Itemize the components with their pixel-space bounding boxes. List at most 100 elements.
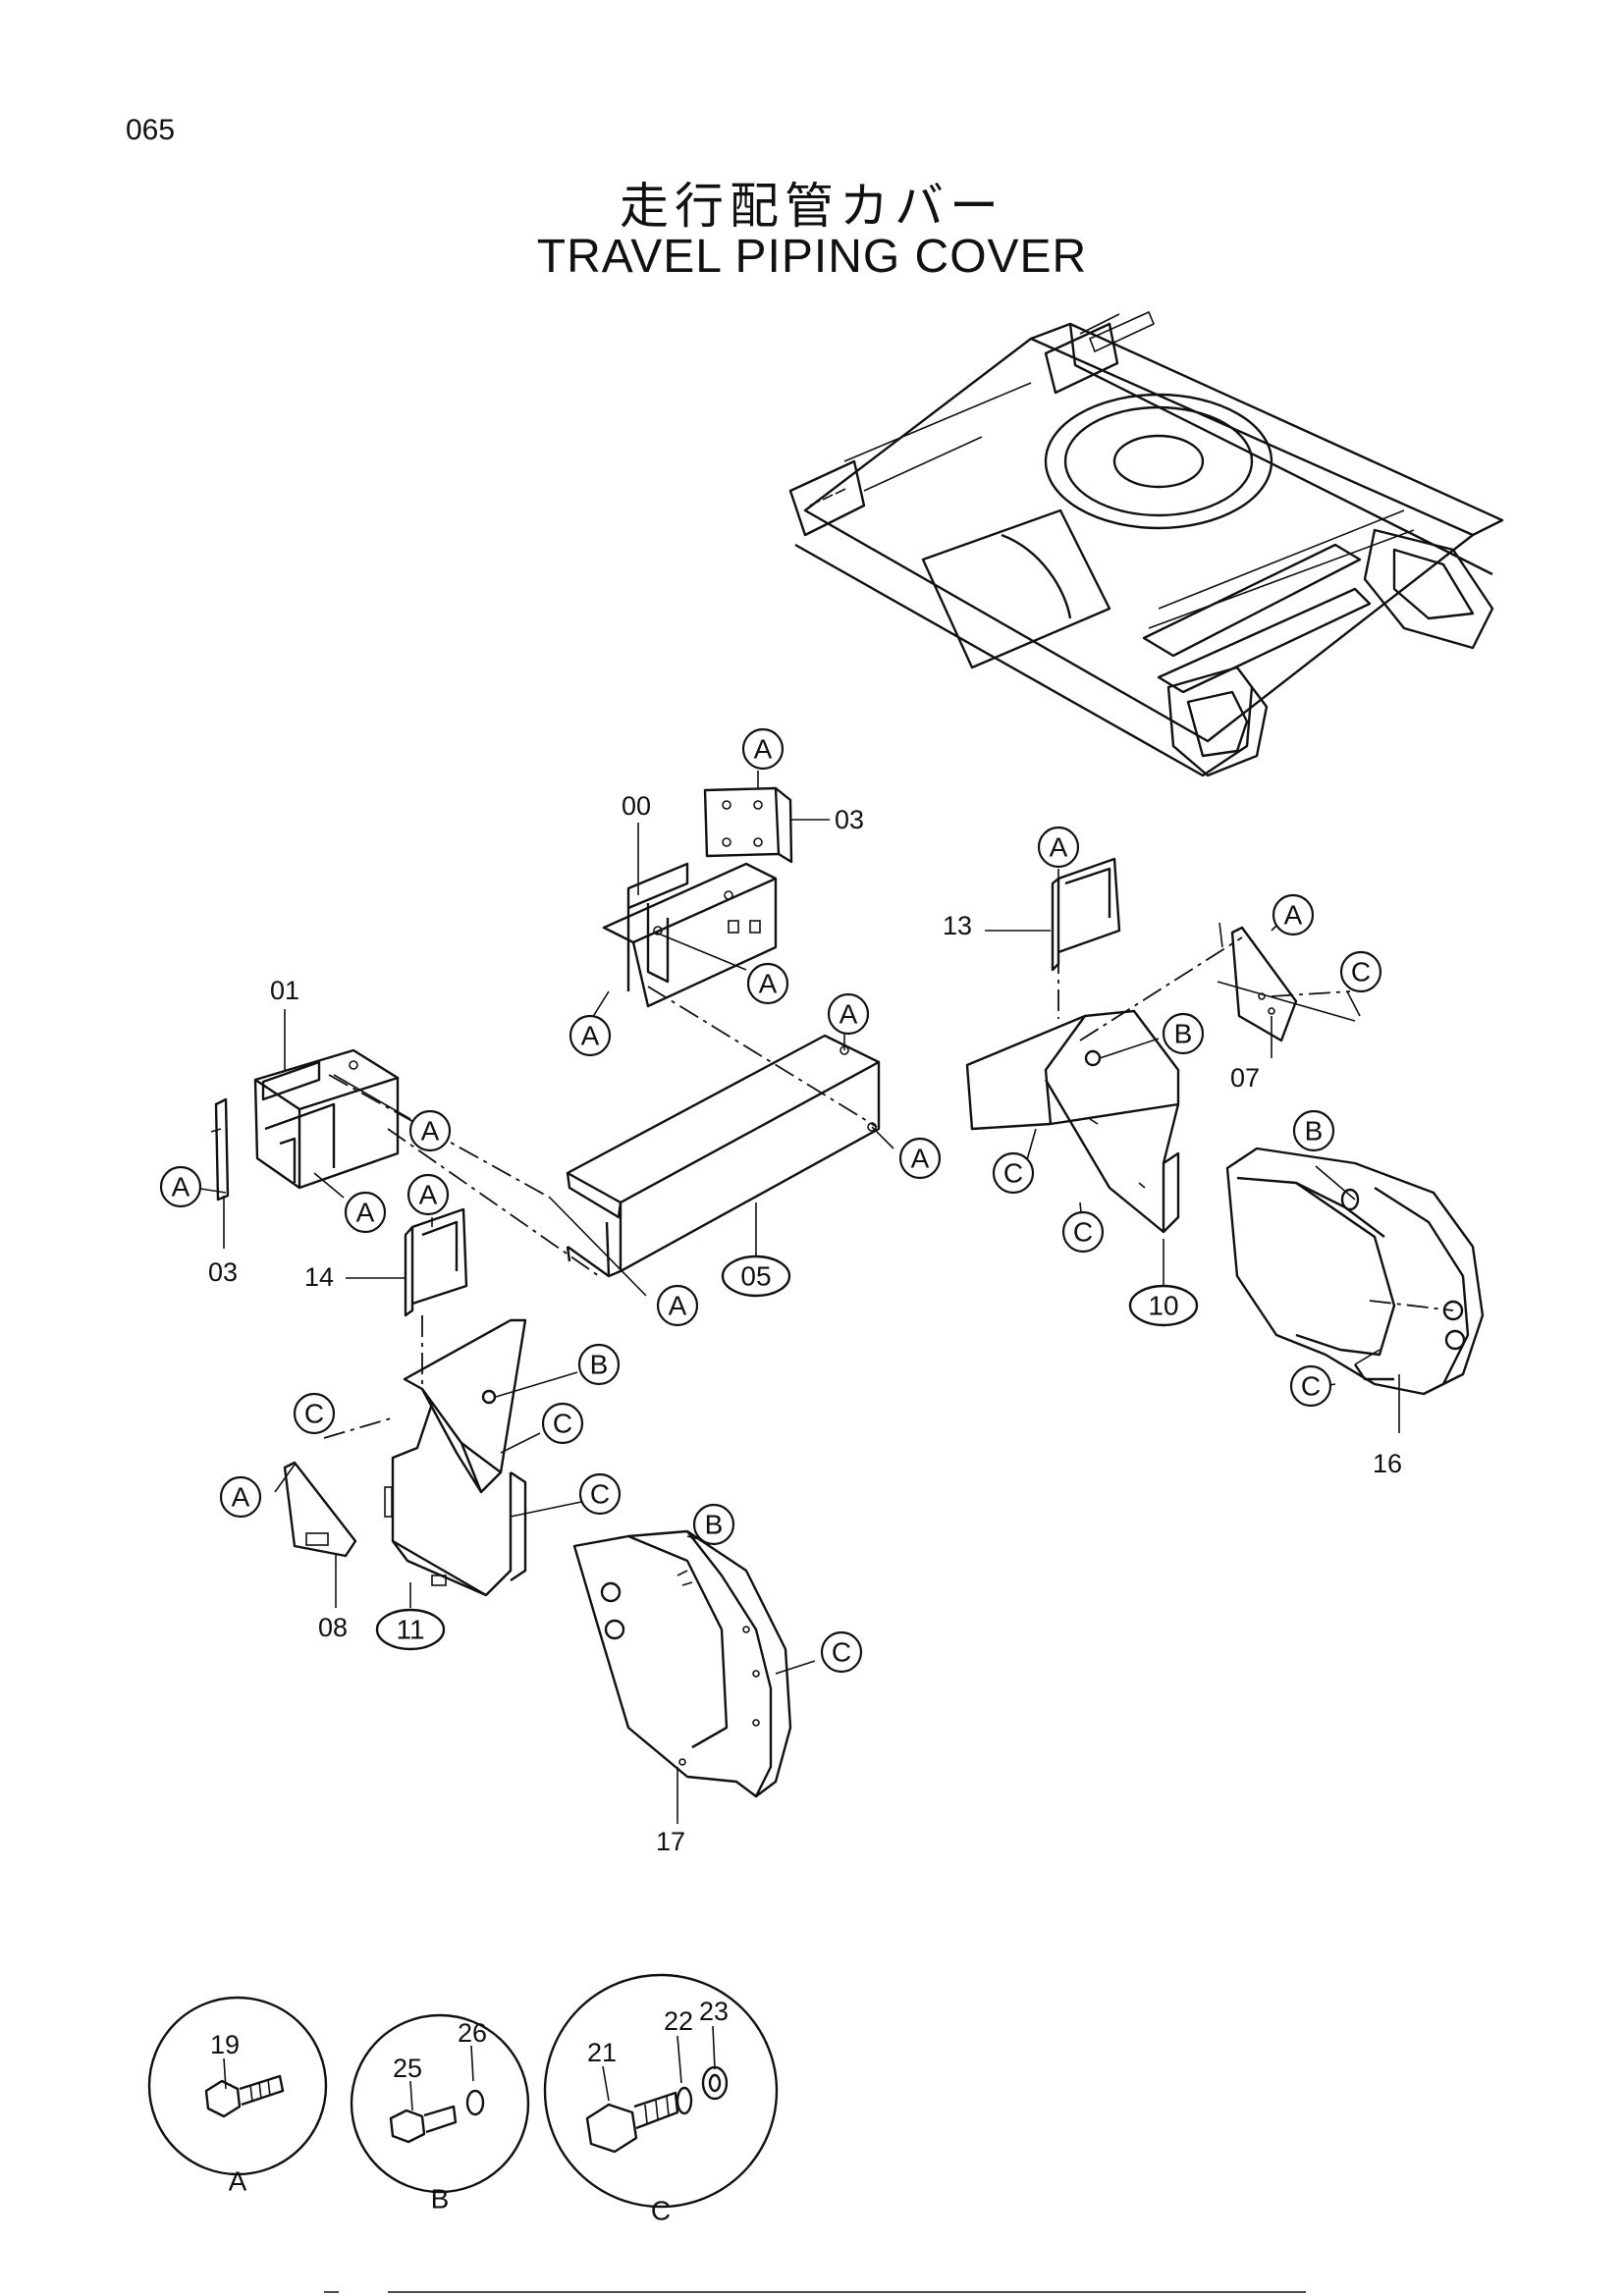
cover-16 [1225, 1147, 1485, 1396]
svg-text:C: C [553, 1409, 572, 1439]
part-label-14: 14 [304, 1262, 334, 1292]
callout-c: C [541, 1402, 584, 1445]
bolt-c-right [1346, 990, 1361, 1017]
part-label-21: 21 [587, 2038, 617, 2067]
svg-text:10: 10 [1148, 1291, 1178, 1321]
cover-17 [572, 1529, 792, 1798]
svg-text:A: A [232, 1482, 250, 1513]
svg-text:A: A [839, 999, 858, 1030]
callout-a: A [344, 1191, 387, 1234]
svg-text:C: C [1301, 1371, 1321, 1402]
bracket-01 [253, 1048, 400, 1190]
detail-b: 25 26 B [350, 2013, 530, 2215]
svg-text:A: A [421, 1116, 440, 1147]
part-label-25: 25 [393, 2054, 422, 2083]
plate-03-top [703, 786, 793, 864]
svg-text:B: B [705, 1510, 724, 1540]
callout-a: A [827, 992, 870, 1036]
svg-text:A: A [754, 734, 773, 765]
svg-text:B: B [1305, 1116, 1324, 1147]
callout-a: A [656, 1284, 699, 1327]
svg-text:A: A [419, 1180, 438, 1210]
callout-a: A [746, 962, 789, 1005]
part-label-19: 19 [210, 2030, 240, 2059]
callout-b: B [577, 1343, 621, 1386]
svg-text:C: C [1073, 1217, 1093, 1248]
part-label-00: 00 [622, 791, 651, 821]
callout-a: A [159, 1165, 202, 1208]
detail-label-b: B [431, 2184, 450, 2215]
part-label-13: 13 [943, 911, 972, 940]
part-label-10: 10 [1128, 1284, 1199, 1327]
part-label-23: 23 [699, 1997, 729, 2026]
callout-c: C [992, 1151, 1035, 1195]
title-japanese: 走行配管カバー [620, 178, 1004, 235]
svg-text:C: C [1351, 957, 1371, 988]
svg-text:A: A [1284, 900, 1303, 931]
part-label-07: 07 [1230, 1063, 1260, 1093]
part-label-22: 22 [664, 2006, 693, 2036]
leader-lines [193, 771, 1400, 1824]
callout-c: C [293, 1392, 336, 1435]
svg-text:C: C [1003, 1158, 1023, 1189]
svg-text:A: A [669, 1291, 687, 1321]
svg-text:A: A [356, 1198, 375, 1228]
part-label-11: 11 [375, 1608, 446, 1651]
center-lines [323, 936, 1454, 1439]
callout-a: A [898, 1137, 942, 1180]
callouts: A A A A A A A A A A A A A B B B B C C C … [159, 727, 1382, 1674]
callout-a: A [568, 1014, 612, 1057]
plate-07 [1230, 926, 1298, 1042]
callout-b: B [1292, 1109, 1335, 1152]
detail-a: 19 A [147, 1996, 328, 2197]
callout-c: C [820, 1630, 863, 1674]
page-number: 065 [126, 114, 176, 146]
svg-text:A: A [759, 969, 778, 999]
cover-10 [965, 1009, 1180, 1234]
callout-a: A [406, 1173, 450, 1216]
plate-03-left [210, 1097, 230, 1201]
callout-a: A [219, 1475, 262, 1519]
detail-c: 21 22 23 C [543, 1973, 779, 2226]
svg-text:A: A [911, 1144, 930, 1174]
callout-c: C [578, 1472, 622, 1516]
callout-a: A [1037, 826, 1080, 869]
svg-text:C: C [832, 1637, 851, 1668]
svg-text:B: B [590, 1350, 609, 1380]
svg-text:A: A [172, 1172, 190, 1202]
detail-label-c: C [651, 2196, 671, 2226]
title-english: TRAVEL PIPING COVER [536, 231, 1088, 283]
callout-a: A [408, 1109, 452, 1152]
part-label-08: 08 [318, 1613, 348, 1642]
svg-text:05: 05 [740, 1261, 771, 1292]
svg-text:C: C [304, 1399, 324, 1429]
part-label-26: 26 [458, 2018, 487, 2048]
track-frame-drawing [788, 310, 1504, 777]
part-label-03: 03 [835, 805, 864, 834]
svg-text:B: B [1174, 1019, 1193, 1049]
bracket-14 [404, 1207, 468, 1317]
part-labels: 00 03 01 03 13 07 14 16 08 17 05 10 11 [208, 791, 1402, 1856]
part-label-05: 05 [721, 1255, 791, 1298]
detail-label-a: A [229, 2166, 247, 2197]
svg-text:A: A [1050, 832, 1068, 863]
callout-b: B [692, 1503, 735, 1546]
channel-05 [566, 1034, 881, 1278]
svg-text:A: A [581, 1021, 600, 1051]
callout-c: C [1061, 1210, 1105, 1254]
callout-a: A [741, 727, 785, 771]
cover-11 [384, 1318, 527, 1597]
svg-text:C: C [590, 1479, 610, 1510]
part-label-16: 16 [1373, 1449, 1402, 1478]
part-label-17: 17 [656, 1827, 685, 1856]
plate-08 [283, 1461, 357, 1558]
callout-c: C [1339, 950, 1382, 993]
part-label-03: 03 [208, 1257, 238, 1287]
callout-c: C [1289, 1364, 1332, 1408]
svg-text:11: 11 [396, 1615, 424, 1645]
callout-b: B [1162, 1012, 1205, 1055]
bracket-00 [602, 862, 778, 1008]
bracket-13 [1051, 857, 1121, 972]
callout-a: A [1272, 893, 1315, 936]
